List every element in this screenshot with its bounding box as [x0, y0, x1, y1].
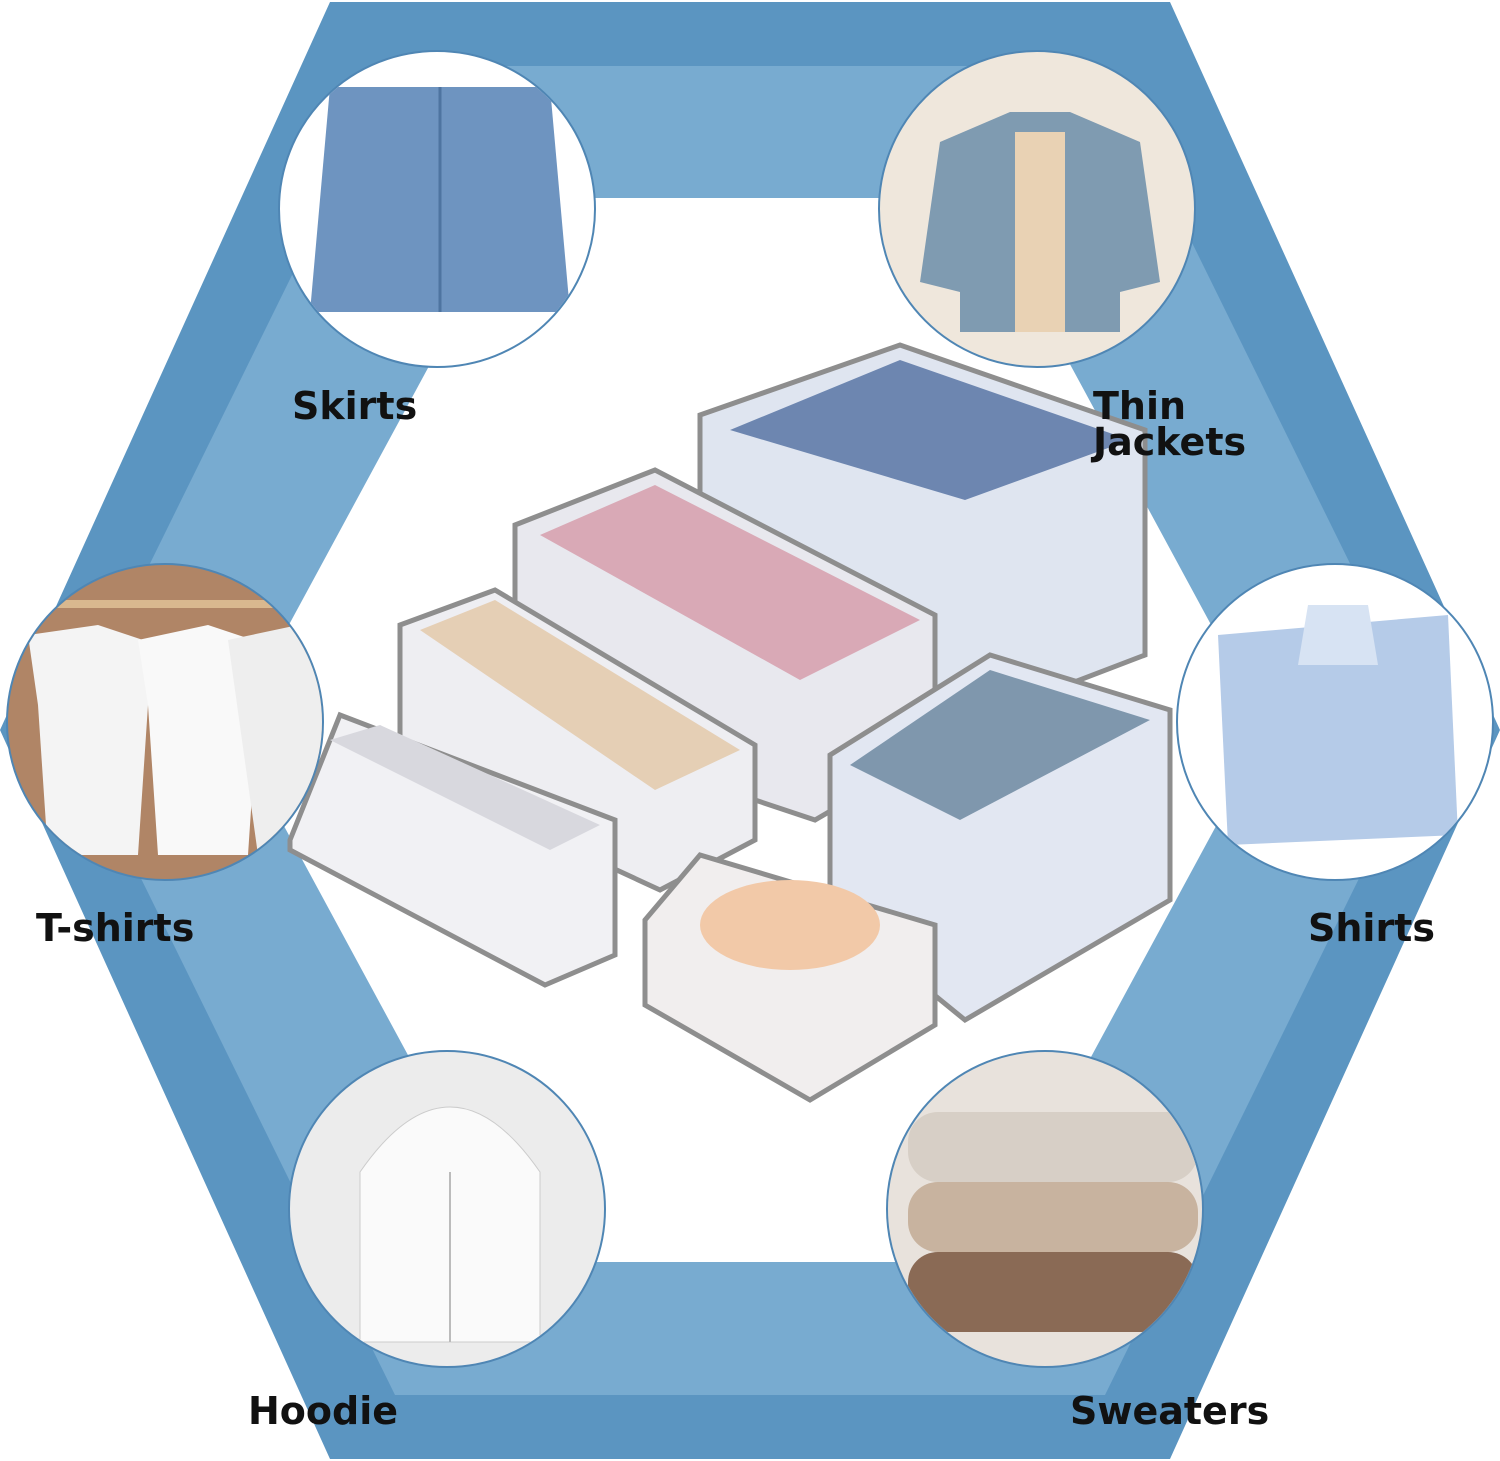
- hoodie-photo: [288, 1050, 606, 1368]
- skirts-photo: [278, 50, 596, 368]
- denim-skirt-icon: [310, 87, 570, 312]
- white-tshirts-icon: [8, 600, 322, 855]
- shirts-photo: [1176, 563, 1494, 881]
- organizer-boxes: [287, 342, 1173, 1103]
- denim-jacket-icon: [920, 112, 1160, 332]
- skirts-label: Skirts: [292, 384, 418, 428]
- tshirts-photo: [6, 563, 324, 881]
- folded-sweaters-icon: [908, 1112, 1198, 1332]
- white-hoodie-icon: [359, 1106, 541, 1343]
- folded-shirt-icon: [1218, 605, 1458, 845]
- shirts-label: Shirts: [1308, 906, 1435, 950]
- sweaters-label: Sweaters: [1070, 1389, 1270, 1433]
- sweaters-photo: [886, 1050, 1204, 1368]
- thin-jackets-label: Thin Jackets: [1093, 384, 1247, 464]
- hoodie-label: Hoodie: [248, 1389, 399, 1433]
- thin-jackets-photo: [878, 50, 1196, 368]
- tshirts-label: T-shirts: [36, 906, 195, 950]
